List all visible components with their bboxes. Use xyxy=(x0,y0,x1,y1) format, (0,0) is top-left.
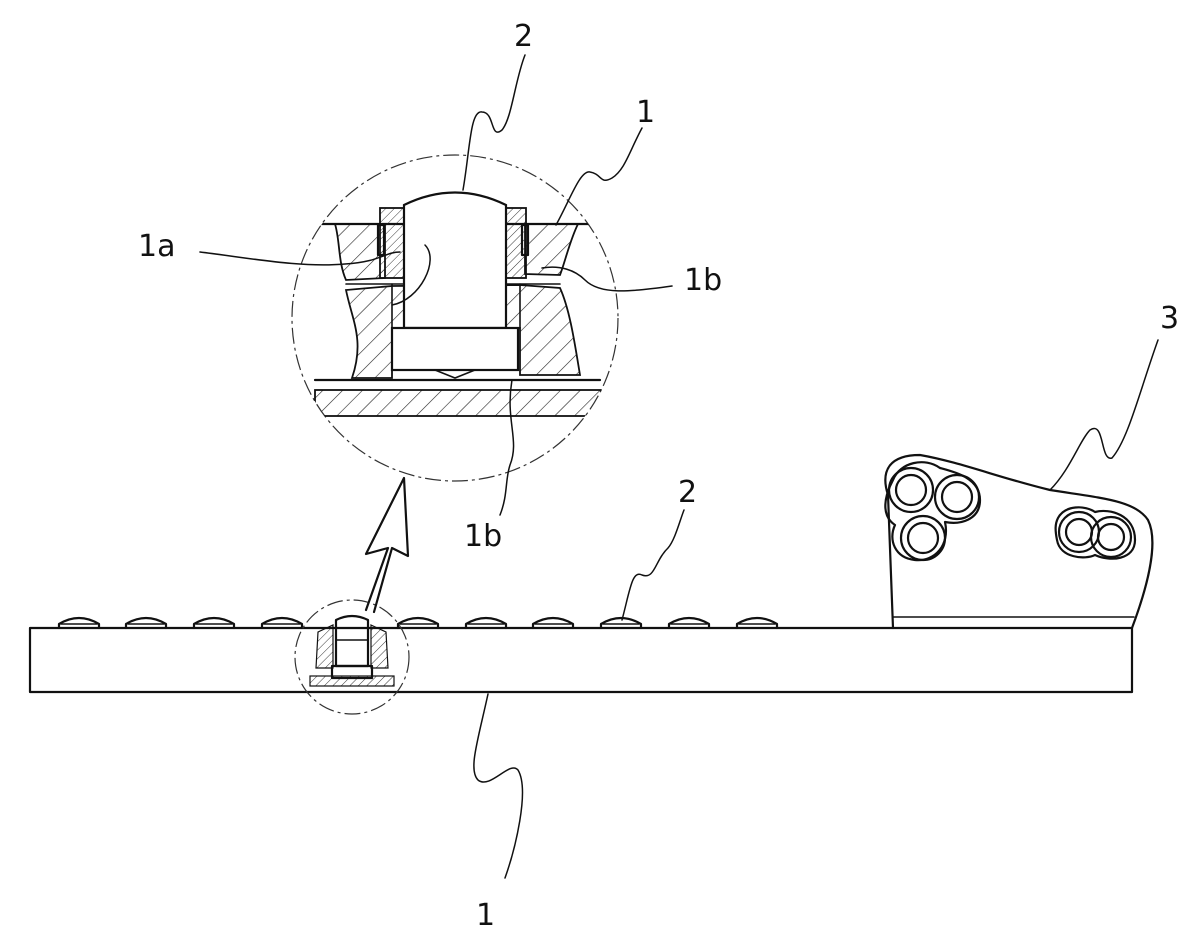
label-pin-row: 2 xyxy=(678,475,697,510)
pin-head xyxy=(398,618,438,628)
detail-arrow xyxy=(366,478,408,612)
mounting-block xyxy=(885,455,1152,628)
pin-head xyxy=(533,618,573,628)
label-bar: 1 xyxy=(476,898,495,933)
section-detail-large xyxy=(292,155,618,481)
label-1b-bottom: 1b xyxy=(464,519,502,554)
bar-body xyxy=(30,628,1132,692)
reference-labels: 2 1 1a 1b 1b 2 3 1 xyxy=(138,19,1179,933)
label-block: 3 xyxy=(1160,301,1179,336)
pin-head xyxy=(669,618,709,628)
pin-head xyxy=(126,618,166,628)
pin-head xyxy=(59,618,99,628)
leader-lines xyxy=(200,55,1158,878)
pin-head xyxy=(194,618,234,628)
pin-head xyxy=(601,618,641,628)
label-1a: 1a xyxy=(138,229,175,264)
section-detail-small xyxy=(295,600,409,714)
label-detail-bar: 1 xyxy=(636,95,655,130)
pin-row xyxy=(59,618,777,628)
label-detail-pin: 2 xyxy=(514,19,533,54)
label-1b-right: 1b xyxy=(684,263,722,298)
pin-head xyxy=(466,618,506,628)
pin-head xyxy=(262,618,302,628)
pin-head xyxy=(737,618,777,628)
